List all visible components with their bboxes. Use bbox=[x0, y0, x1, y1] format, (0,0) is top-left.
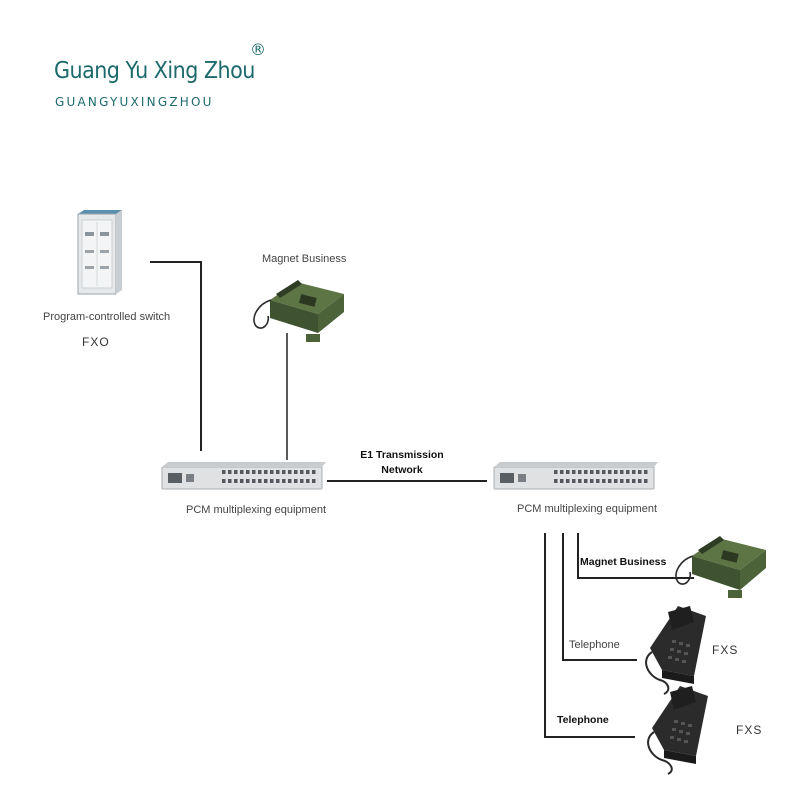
telephone-2-code: FXS bbox=[736, 723, 762, 737]
switch-code: FXO bbox=[82, 335, 110, 349]
pcm-left-device-icon bbox=[162, 462, 326, 489]
cabinet-switch-icon bbox=[78, 210, 122, 294]
pcm-right-device-icon bbox=[494, 462, 658, 489]
telephone-1-label: Telephone bbox=[569, 639, 620, 651]
switch-label: Program-controlled switch bbox=[43, 311, 170, 323]
magnet-phone-right-icon bbox=[676, 536, 766, 598]
pcm-right-label: PCM multiplexing equipment bbox=[517, 503, 657, 515]
telephone-2-label: Telephone bbox=[557, 714, 609, 726]
desk-telephone-1-icon bbox=[646, 606, 706, 694]
magnet-phone-top-icon bbox=[254, 280, 344, 342]
e1-link-label-line1: E1 Transmission bbox=[352, 449, 452, 461]
e1-link-label-line2: Network bbox=[352, 464, 452, 476]
telephone-1-code: FXS bbox=[712, 643, 738, 657]
pcm-left-label: PCM multiplexing equipment bbox=[186, 504, 326, 516]
desk-telephone-2-icon bbox=[648, 686, 708, 774]
switch-to-pcm-left-line bbox=[150, 262, 201, 451]
magnet-business-right-label: Magnet Business bbox=[580, 556, 666, 568]
magnet-business-top-label: Magnet Business bbox=[262, 253, 346, 265]
connection-lines bbox=[150, 262, 694, 737]
